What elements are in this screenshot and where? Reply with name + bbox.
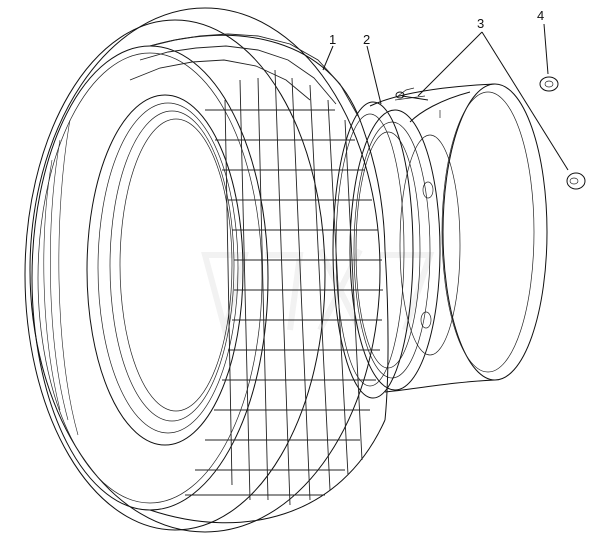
wheel-rim xyxy=(349,83,548,393)
leader-lines xyxy=(322,23,569,171)
callout-2: 2 xyxy=(363,32,370,47)
callout-3: 3 xyxy=(477,16,484,31)
valve-stem xyxy=(395,91,429,101)
valve-cap-upper xyxy=(539,76,559,92)
callout-4: 4 xyxy=(537,8,544,23)
callout-1: 1 xyxy=(329,32,336,47)
tire xyxy=(24,7,389,533)
lock-ring xyxy=(332,101,414,399)
valve-cap-lower xyxy=(566,172,586,190)
